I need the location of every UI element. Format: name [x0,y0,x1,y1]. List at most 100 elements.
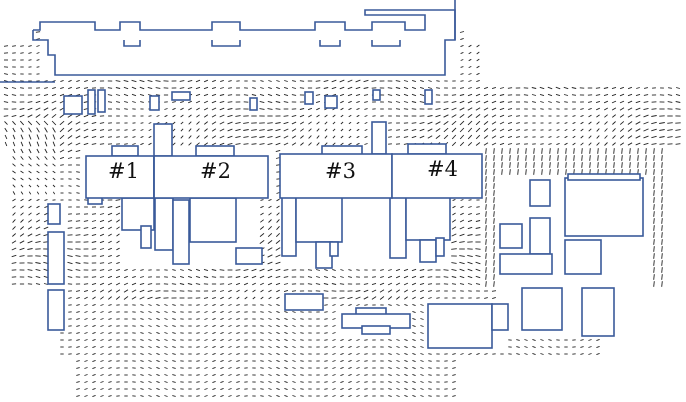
flow-vector [339,79,345,83]
flow-vector [292,332,296,334]
flow-vector [124,129,128,131]
flow-vector [147,79,153,83]
flow-vector [68,86,72,90]
flow-vector [276,338,280,342]
flow-vector [76,381,80,383]
flow-vector [475,120,481,126]
flow-vector [524,339,528,341]
flow-vector [324,121,328,125]
flow-vector [348,338,352,342]
flow-vector [107,289,113,293]
flow-vector [132,136,136,138]
flow-vector [235,135,241,139]
flow-vector [140,269,144,271]
flow-vector [36,191,40,195]
flow-vector [403,268,409,272]
flow-vector [139,86,145,90]
flow-vector [459,127,465,133]
flow-vector [340,114,344,118]
flow-vector [244,296,248,300]
flow-vector [643,142,649,146]
flow-vector [459,283,465,285]
flow-vector [228,388,232,390]
flow-vector [76,360,80,362]
flow-vector [316,114,320,118]
flow-vector [485,253,487,259]
flow-vector [645,169,647,175]
flow-vector [460,205,464,209]
flow-vector [467,275,473,279]
flow-vector [300,353,304,355]
flow-vector [123,282,129,286]
flow-vector [564,101,568,103]
flow-vector [124,108,128,110]
flow-vector [211,86,217,90]
unit-1-turbine-hall [85,155,155,199]
flow-vector [251,129,257,131]
flow-vector [475,227,481,229]
flow-vector [661,246,663,252]
flow-vector [596,114,600,118]
flow-vector [332,332,336,334]
flow-vector [267,254,273,258]
flow-vector [451,226,457,230]
flow-vector [364,381,368,383]
flow-vector [267,135,273,139]
flow-vector [348,303,352,307]
flow-vector [235,121,241,125]
flow-vector [284,359,288,363]
flow-vector [140,381,144,383]
flow-vector [123,296,129,300]
flow-vector [164,360,168,362]
flow-vector [3,115,9,117]
flow-vector [268,212,272,216]
flow-vector [395,268,401,272]
flow-vector [12,184,16,188]
flow-vector [260,353,264,355]
flow-vector [35,262,41,264]
flow-vector [643,135,649,139]
flow-vector [356,374,360,376]
flow-vector [211,142,217,146]
flow-vector [420,367,424,369]
flow-vector [315,276,321,278]
flow-vector [485,267,487,273]
flow-vector [565,155,567,161]
flow-vector [412,387,416,391]
flow-vector [259,268,265,272]
flow-vector [653,253,655,259]
flow-vector [36,163,40,167]
flow-vector [220,79,224,83]
flow-vector [565,162,567,168]
south-shed-b-lower [361,325,391,335]
flow-vector [452,198,456,202]
flow-vector [188,142,192,146]
flow-vector [140,395,144,397]
flow-vector [91,121,97,125]
flow-vector [419,128,425,132]
flow-vector [196,325,200,327]
flow-vector [572,135,576,139]
flow-vector [84,367,88,369]
flow-vector [220,331,224,335]
flow-vector [75,255,81,257]
flow-vector [219,142,225,146]
flow-vector [411,135,417,139]
flow-vector [83,135,89,139]
flow-vector [92,317,96,321]
flow-vector [44,163,48,167]
flow-vector [20,52,24,54]
flow-vector [172,395,176,397]
flow-vector [75,269,81,271]
flow-vector [275,128,281,132]
flow-vector [364,304,368,306]
flow-vector [196,318,200,320]
flow-vector [653,246,655,252]
flow-vector [100,367,104,369]
flow-vector [332,388,336,390]
flow-vector [204,311,208,313]
flow-vector [3,45,9,47]
flow-vector [653,218,655,224]
flow-vector [36,170,40,174]
east-block-g [521,287,563,331]
